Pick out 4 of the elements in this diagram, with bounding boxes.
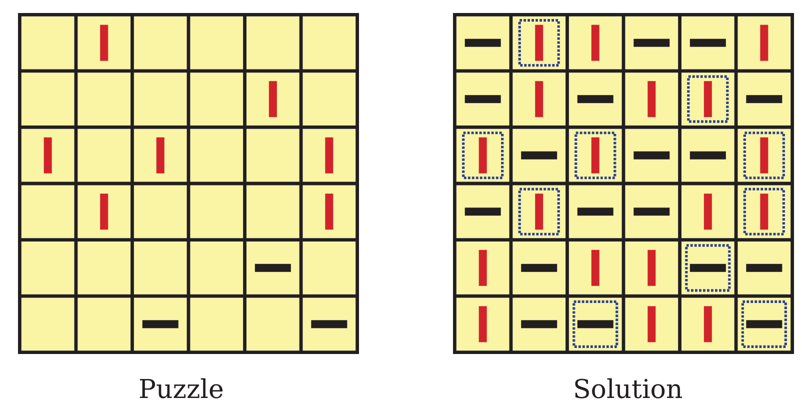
grid-caption: Puzzle [138, 377, 224, 403]
grid-board [453, 13, 794, 354]
grid-caption: Solution [573, 377, 683, 403]
grid-board [18, 13, 359, 354]
